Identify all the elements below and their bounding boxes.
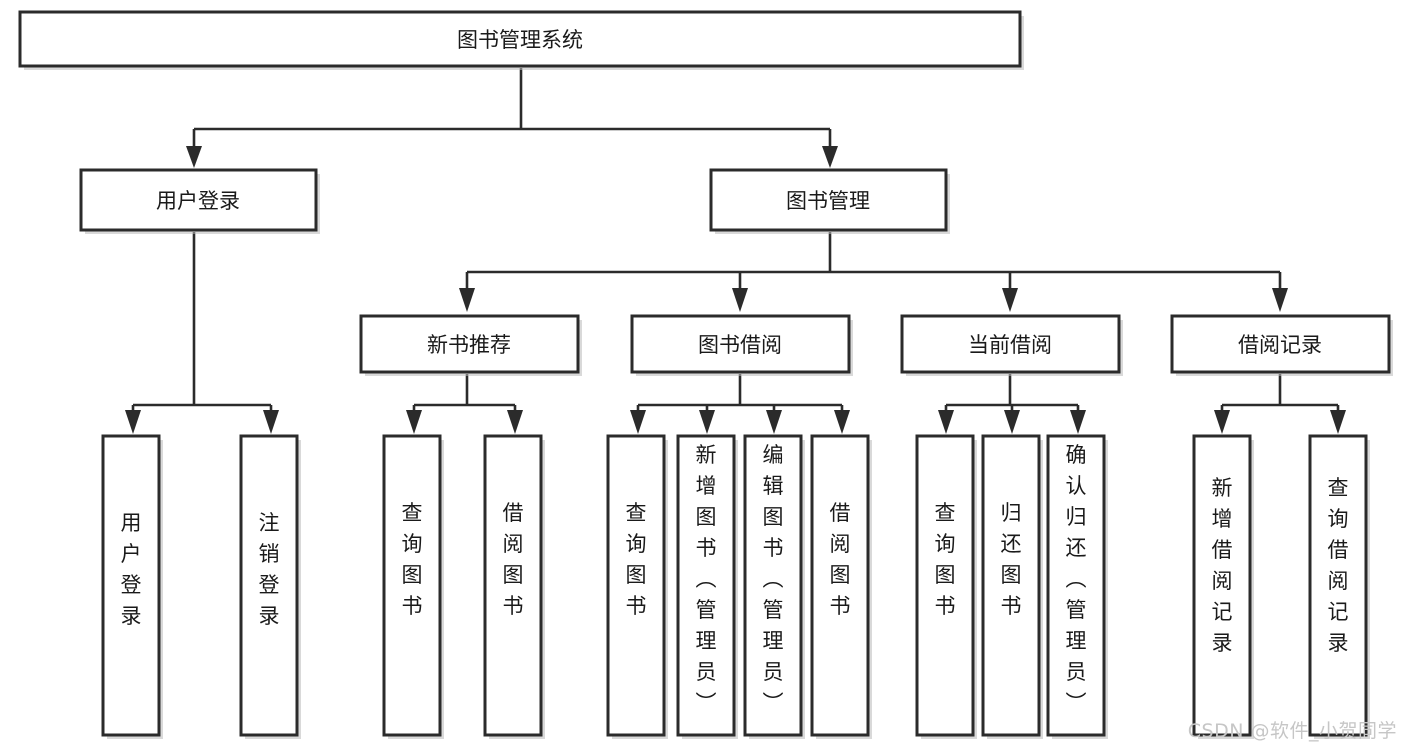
connector-group-new-book-rec: [406, 374, 523, 434]
arrow-head-current-borrow: [1002, 288, 1018, 312]
leaf-node[interactable]: 用户登录: [101, 434, 163, 739]
arrow-head-leaf-nbr-1: [507, 410, 523, 434]
leaf-label: 编辑图书︵管理员︶: [763, 443, 784, 715]
node-book-manage[interactable]: 图书管理: [709, 168, 950, 234]
csdn-watermark: CSDN @软件_小贺同学: [1187, 720, 1397, 742]
node-current-borrow-label: 当前借阅: [968, 333, 1052, 357]
leaf-label: 新增借阅记录: [1212, 476, 1233, 655]
leaf-node[interactable]: 查询图书: [382, 434, 444, 739]
leaf-label: 确认归还︵管理员︶: [1066, 443, 1087, 715]
arrow-head-user-login: [186, 146, 202, 168]
arrow-head-leaf-nbr-0: [406, 410, 422, 434]
arrow-head-leaf-user-login-1: [263, 410, 279, 434]
leaf-box: [606, 434, 666, 737]
arrow-head-leaf-bb-1: [699, 410, 715, 434]
leaf-box: [239, 434, 299, 737]
connector-group-user-login: [125, 232, 279, 434]
arrow-head-leaf-bb-3: [834, 410, 850, 434]
leaf-box: [676, 434, 736, 737]
connector-group-root: [186, 68, 838, 168]
node-user-login[interactable]: 用户登录: [79, 168, 320, 234]
leaf-label: 查询图书: [935, 501, 956, 618]
leaf-label: 借阅图书: [503, 501, 524, 618]
node-book-manage-box: [709, 168, 948, 232]
arrow-head-book-manage: [822, 146, 838, 168]
node-new-book-rec-label: 新书推荐: [427, 333, 511, 357]
arrow-head-leaf-cb-2: [1070, 410, 1086, 434]
arrow-head-leaf-user-login-0: [125, 410, 141, 434]
leaf-box: [1308, 434, 1368, 737]
arrow-head-leaf-br-0: [1214, 410, 1230, 434]
node-borrow-record-box: [1170, 314, 1391, 374]
leaf-node[interactable]: 新增借阅记录: [1192, 434, 1254, 739]
node-current-borrow[interactable]: 当前借阅: [900, 314, 1123, 376]
leaf-label: 新增图书︵管理员︶: [696, 443, 717, 715]
node-borrow-record-label: 借阅记录: [1238, 333, 1322, 357]
leaf-label: 查询图书: [626, 501, 647, 618]
node-borrow-record[interactable]: 借阅记录: [1170, 314, 1393, 376]
arrow-head-leaf-bb-0: [630, 410, 646, 434]
leaf-box: [483, 434, 543, 737]
leaf-box: [382, 434, 442, 737]
leaf-label: 查询借阅记录: [1328, 476, 1349, 655]
leaf-box: [743, 434, 803, 737]
node-user-login-box: [79, 168, 318, 232]
arrow-head-new-book-rec: [459, 288, 475, 312]
leaf-node[interactable]: 编辑图书︵管理员︶: [743, 434, 805, 739]
leaf-node[interactable]: 归还图书: [981, 434, 1043, 739]
leaf-node[interactable]: 查询图书: [915, 434, 977, 739]
leaf-box: [810, 434, 870, 737]
node-root-label: 图书管理系统: [457, 28, 583, 52]
node-book-borrow[interactable]: 图书借阅: [630, 314, 853, 376]
leaf-node[interactable]: 借阅图书: [810, 434, 872, 739]
node-new-book-rec-box: [359, 314, 580, 374]
leaf-node[interactable]: 查询图书: [606, 434, 668, 739]
node-root-box: [18, 10, 1022, 68]
arrow-head-book-borrow: [732, 288, 748, 312]
leaf-node[interactable]: 确认归还︵管理员︶: [1046, 434, 1108, 739]
connector-group-current-borrow: [938, 374, 1086, 434]
leaf-box: [915, 434, 975, 737]
leaf-box: [1046, 434, 1106, 737]
leaf-box: [981, 434, 1041, 737]
leaf-label: 注销登录: [259, 511, 280, 628]
leaf-box: [1192, 434, 1252, 737]
node-new-book-rec[interactable]: 新书推荐: [359, 314, 582, 376]
node-current-borrow-box: [900, 314, 1121, 374]
leaf-label: 借阅图书: [830, 501, 851, 618]
leaf-label: 归还图书: [1001, 501, 1022, 618]
leaf-label: 用户登录: [121, 511, 142, 628]
connector-group-book-borrow: [630, 374, 850, 434]
leaf-node[interactable]: 新增图书︵管理员︶: [676, 434, 738, 739]
connector-group-borrow-record: [1214, 374, 1346, 434]
arrow-head-leaf-cb-0: [938, 410, 954, 434]
connector-group-book-manage: [459, 232, 1288, 312]
node-book-borrow-label: 图书借阅: [698, 333, 782, 357]
arrow-head-leaf-br-1: [1330, 410, 1346, 434]
leaf-node[interactable]: 借阅图书: [483, 434, 545, 739]
arrow-head-leaf-cb-1: [1004, 410, 1020, 434]
leaf-node[interactable]: 查询借阅记录: [1308, 434, 1370, 739]
leaf-label: 查询图书: [402, 501, 423, 618]
node-book-manage-label: 图书管理: [786, 189, 870, 213]
node-user-login-label: 用户登录: [156, 189, 240, 213]
leaf-node[interactable]: 注销登录: [239, 434, 301, 739]
node-root[interactable]: 图书管理系统: [18, 10, 1024, 70]
arrow-head-borrow-record: [1272, 288, 1288, 312]
arrow-head-leaf-bb-2: [766, 410, 782, 434]
leaf-box: [101, 434, 161, 737]
node-book-borrow-box: [630, 314, 851, 374]
